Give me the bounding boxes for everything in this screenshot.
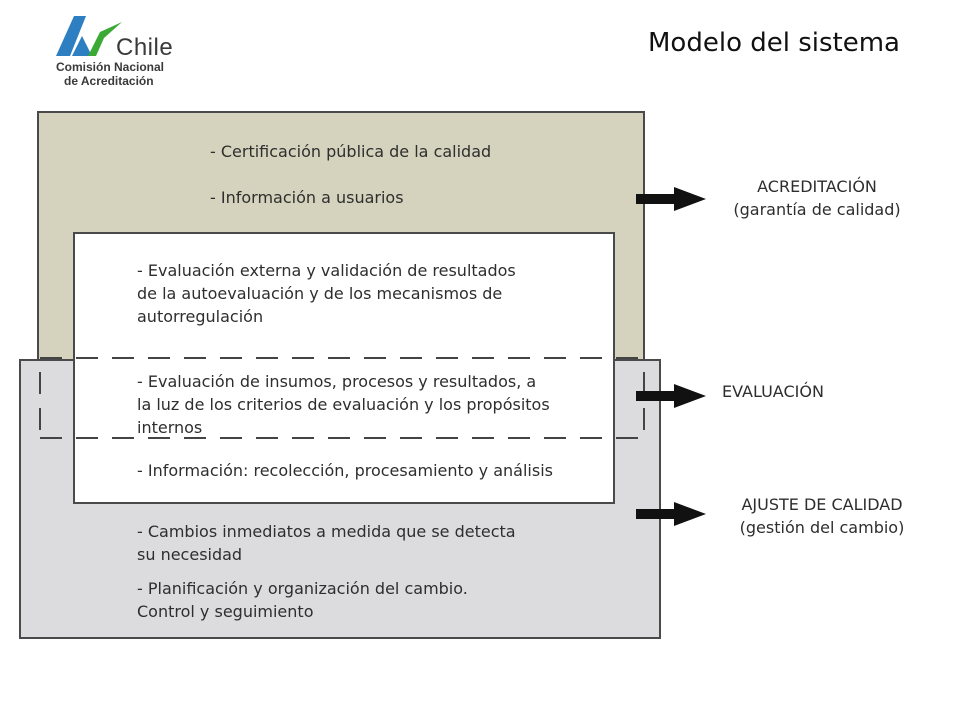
logo-blue-shape — [56, 16, 86, 56]
arrow-ajuste-icon — [636, 502, 706, 526]
evaluacion-box — [73, 232, 615, 504]
bottom-item-1-line-2: su necesidad — [137, 545, 243, 564]
inner-item-2-line-3: internos — [137, 418, 203, 437]
logo-line-1: Comisión Nacional — [56, 60, 165, 74]
arrow-acreditacion-icon — [636, 187, 706, 211]
inner-item-1-line-3: autorregulación — [137, 307, 264, 326]
logo-green-shape — [88, 22, 122, 56]
bottom-item-2-line-2: Control y seguimiento — [137, 602, 314, 621]
inner-item-1-line-1: - Evaluación externa y validación de res… — [137, 261, 516, 280]
label-acreditacion-subtitle: (garantía de calidad) — [733, 200, 901, 219]
logo-word-chile: Chile — [116, 34, 174, 61]
label-evaluacion-title: EVALUACIÓN — [722, 382, 824, 401]
arrow-evaluacion-icon — [636, 384, 706, 408]
label-ajuste-title: AJUSTE DE CALIDAD — [741, 495, 903, 514]
inner-item-2-line-2: la luz de los criterios de evaluación y … — [137, 395, 550, 414]
logo-line-2: de Acreditación — [64, 74, 154, 88]
logo-blue-shape-2 — [72, 36, 92, 56]
logo-mark-icon — [56, 16, 122, 56]
inner-item-2-line-1: - Evaluación de insumos, procesos y resu… — [137, 372, 537, 391]
label-acreditacion-title: ACREDITACIÓN — [757, 177, 877, 196]
bottom-item-1-line-1: - Cambios inmediatos a medida que se det… — [137, 522, 516, 541]
top-item-informacion: - Información a usuarios — [210, 188, 404, 207]
top-item-certificacion: - Certificación pública de la calidad — [210, 142, 492, 161]
inner-item-1-line-2: de la autoevaluación y de los mecanismos… — [137, 284, 503, 303]
label-ajuste-subtitle: (gestión del cambio) — [739, 518, 905, 537]
inner-item-3-line-1: - Información: recolección, procesamient… — [137, 461, 553, 480]
page-title: Modelo del sistema — [648, 28, 900, 58]
bottom-item-2-line-1: - Planificación y organización del cambi… — [137, 579, 468, 598]
logo — [52, 12, 182, 92]
